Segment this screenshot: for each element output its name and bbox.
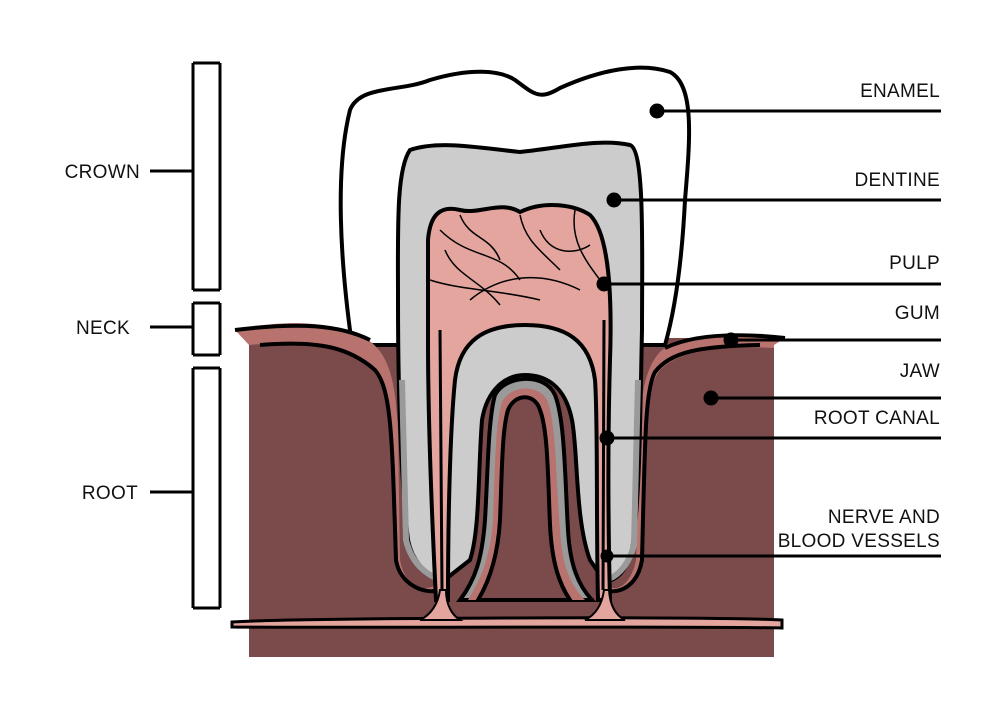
neck-bracket bbox=[150, 301, 222, 357]
pulp-vessels bbox=[429, 209, 606, 591]
dentine-label: DENTINE bbox=[855, 170, 941, 191]
nerve-label-line1: NERVE AND bbox=[828, 507, 940, 528]
gum-label: GUM bbox=[895, 303, 940, 324]
crown-label: CROWN bbox=[65, 162, 140, 183]
root-bracket bbox=[150, 366, 222, 610]
leader-lines bbox=[596, 103, 941, 563]
section-brackets bbox=[150, 61, 222, 610]
neck-label: NECK bbox=[76, 318, 130, 339]
pulp-label: PULP bbox=[889, 253, 940, 274]
jaw-label: JAW bbox=[900, 361, 940, 382]
crown-bracket bbox=[150, 61, 222, 292]
nerve-label-line2: BLOOD VESSELS bbox=[778, 531, 940, 552]
root-label: ROOT bbox=[82, 483, 138, 504]
nerve-and-blood-vessels bbox=[230, 616, 784, 630]
root-canal-label: ROOT CANAL bbox=[814, 408, 940, 429]
enamel-label: ENAMEL bbox=[860, 81, 940, 102]
pulp bbox=[426, 203, 613, 602]
